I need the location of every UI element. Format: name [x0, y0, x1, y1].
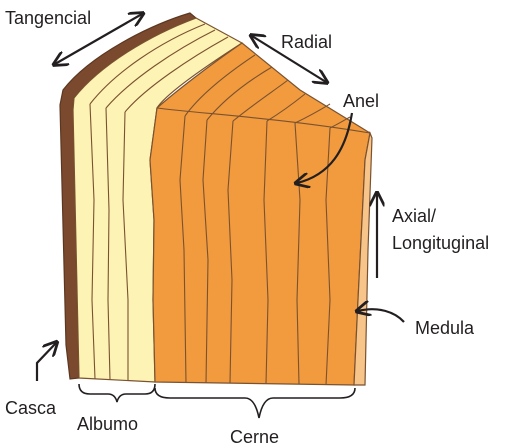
- tangencial-label: Tangencial: [5, 8, 91, 28]
- medula-label: Medula: [415, 318, 475, 338]
- radial-label: Radial: [281, 32, 332, 52]
- axial-label: Axial/: [392, 206, 436, 226]
- cerne-brace: [155, 388, 355, 418]
- casca-label: Casca: [5, 398, 57, 418]
- casca-arrow: [37, 343, 56, 381]
- longituginal-label: Longituginal: [392, 233, 489, 253]
- anel-label: Anel: [343, 91, 379, 111]
- cerne-region: [150, 43, 370, 385]
- cerne-label: Cerne: [230, 427, 279, 447]
- albumo-brace: [79, 384, 155, 402]
- albumo-label: Albumo: [77, 414, 138, 434]
